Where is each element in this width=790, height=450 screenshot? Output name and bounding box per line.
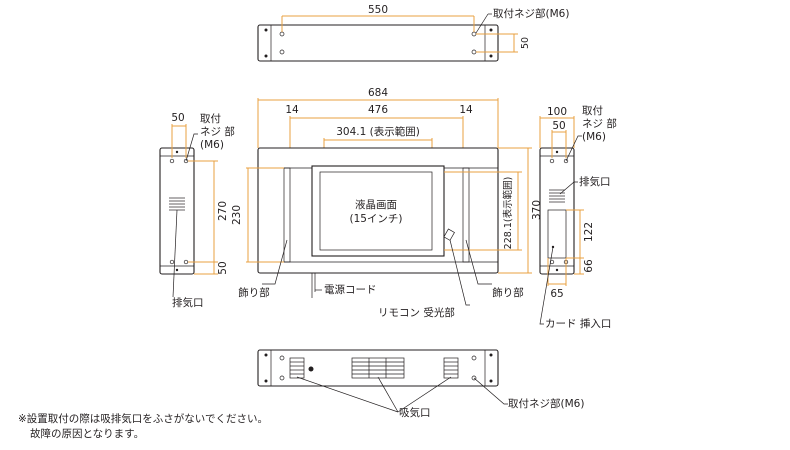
front-overall-width: 684 [368, 87, 388, 99]
right-dim-66: 66 [583, 259, 595, 273]
front-height-230: 230 [231, 205, 243, 225]
right-dim-65: 65 [550, 288, 563, 300]
left-screw-3: (M6) [200, 139, 224, 151]
bottom-intake-vents [289, 357, 459, 379]
right-depth-100: 100 [547, 106, 567, 118]
right-dim-122: 122 [583, 222, 595, 242]
card-slot [547, 209, 567, 259]
right-screw-3: (M6) [582, 131, 606, 143]
decor-right-label: 飾り部 [492, 286, 524, 299]
right-screw-1: 取付 [582, 104, 603, 117]
card-slot-label: カード 挿入口 [545, 317, 611, 330]
front-left-margin: 14 [285, 104, 299, 116]
front-view: 684 476 14 14 304.1 (表示範囲) 液晶画面 (15インチ) [231, 87, 543, 319]
right-depth-50: 50 [552, 120, 565, 132]
top-height-label: 50 [520, 37, 531, 49]
left-depth: 50 [171, 112, 184, 124]
intake-label: 吸気口 [399, 406, 431, 419]
left-screw-1: 取付 [200, 112, 221, 125]
top-screw-label: 取付ネジ部(M6) [493, 7, 569, 20]
front-inner-width: 476 [368, 104, 388, 116]
remote-label: リモコン 受光部 [378, 306, 455, 319]
decor-left-label: 飾り部 [238, 286, 270, 299]
right-exhaust-label: 排気口 [579, 175, 611, 188]
right-exhaust-vent [549, 189, 565, 203]
note-line-2: 故障の原因となります。 [30, 428, 145, 440]
top-view: 550 50 取付ネジ部(M6) [257, 4, 569, 62]
notes: ※設置取付の際は吸排気口をふさがないでください。 故障の原因となります。 [18, 412, 268, 442]
screen-label-1: 液晶画面 [355, 198, 397, 211]
bottom-view: 吸気口 取付ネジ部(M6) [257, 349, 584, 419]
right-screw-2: ネジ 部 [582, 117, 617, 130]
left-height-50: 50 [217, 261, 229, 274]
left-exhaust-label: 排気口 [172, 296, 204, 309]
left-side-view: 50 270 50 取付 ネジ 部 (M6) 排気口 [159, 112, 235, 309]
remote-sensor [443, 228, 455, 241]
bottom-screw-label: 取付ネジ部(M6) [508, 397, 584, 410]
left-screw-2: ネジ 部 [200, 125, 235, 138]
front-right-margin: 14 [459, 104, 473, 116]
top-width-label: 550 [368, 4, 388, 16]
power-cord-label: 電源コード [324, 283, 377, 296]
note-line-1: ※設置取付の際は吸排気口をふさがないでください。 [18, 413, 268, 425]
screen-label-2: (15インチ) [349, 213, 402, 225]
left-height-270: 270 [217, 201, 229, 221]
front-display-width: 304.1 (表示範囲) [336, 125, 420, 138]
right-side-view: 100 50 122 66 65 取付 ネジ 部 (M6) 排気口 カード 挿入… [539, 104, 617, 330]
front-display-height: 228.1(表示範囲) [502, 177, 514, 250]
